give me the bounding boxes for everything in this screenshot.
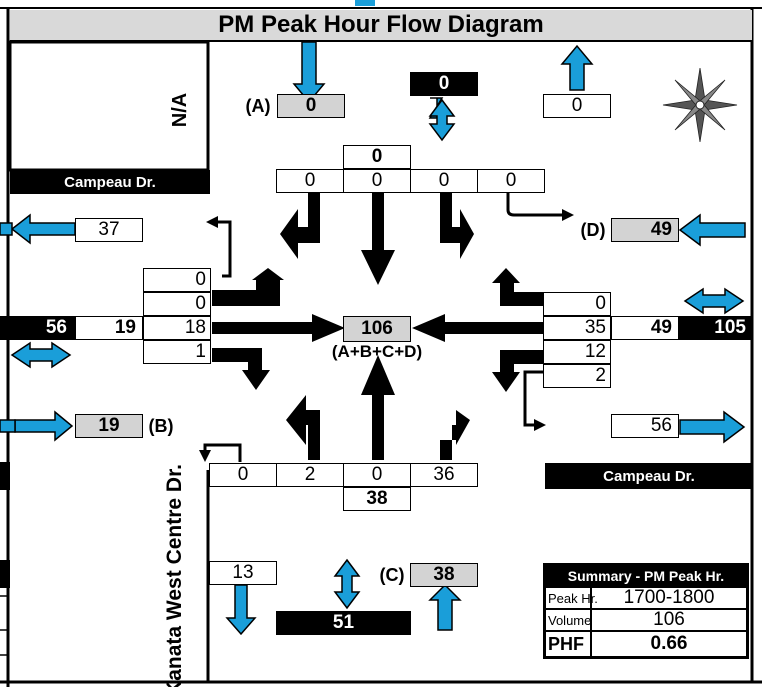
summary-value-volume: 106 xyxy=(591,609,747,631)
west-movement-1: 0 xyxy=(143,268,211,292)
south-exit-volume: 13 xyxy=(209,561,277,585)
west-exit-volume: 37 xyxy=(75,218,143,242)
south-street-label: Kanata West Centre Dr. xyxy=(163,464,186,687)
north-total-in: 0 xyxy=(343,145,411,169)
ped-label-c: (C) xyxy=(379,564,405,585)
south-movement-4: 36 xyxy=(410,463,478,487)
west-street-label: Campeau Dr. xyxy=(10,170,210,194)
ped-label-d: (D) xyxy=(580,219,606,240)
compass-icon xyxy=(662,67,738,143)
page-title: PM Peak Hour Flow Diagram xyxy=(10,10,752,42)
south-movement-3: 0 xyxy=(343,463,411,487)
west-movement-4: 1 xyxy=(143,340,211,364)
south-ped-black: 51 xyxy=(276,611,411,635)
south-movement-1: 0 xyxy=(209,463,277,487)
center-formula: (A+B+C+D) xyxy=(331,342,423,361)
east-total-in: 49 xyxy=(611,316,679,340)
east-movement-4: 2 xyxy=(543,364,611,388)
ped-count-b: 19 xyxy=(75,414,143,438)
ped-count-c: 38 xyxy=(410,563,478,587)
north-movement-3: 0 xyxy=(410,169,478,193)
north-movement-1: 0 xyxy=(276,169,344,193)
ped-count-d: 49 xyxy=(611,218,679,242)
summary-title: Summary - PM Peak Hr. xyxy=(545,565,747,587)
summary-label-volume: Volume xyxy=(545,609,591,631)
ped-label-a: (A) xyxy=(245,95,271,116)
summary-label-peak: Peak Hr. xyxy=(545,587,598,609)
summary-label-phf: PHF xyxy=(545,631,591,657)
north-ped-black: 0 xyxy=(410,72,478,96)
west-movement-3: 18 xyxy=(143,316,211,340)
ped-count-a: 0 xyxy=(277,94,345,118)
west-total-in: 19 xyxy=(75,316,143,340)
south-movement-2: 2 xyxy=(276,463,344,487)
south-total-in: 38 xyxy=(343,487,411,511)
east-exit-volume: 56 xyxy=(611,414,679,438)
ped-label-b: (B) xyxy=(148,415,174,436)
center-total: 106 xyxy=(343,316,411,342)
west-total-both: 56 xyxy=(0,316,75,340)
quadrant-na-label: N/A xyxy=(168,92,191,128)
east-movement-3: 12 xyxy=(543,340,611,364)
summary-value-phf: 0.66 xyxy=(591,631,747,657)
west-movement-2: 0 xyxy=(143,292,211,316)
east-movement-2: 35 xyxy=(543,316,611,340)
north-exit-volume: 0 xyxy=(543,94,611,118)
summary-value-peak: 1700-1800 xyxy=(591,587,747,609)
summary-table: Summary - PM Peak Hr. Peak Hr. 1700-1800… xyxy=(543,563,749,659)
east-total-both: 105 xyxy=(679,316,752,340)
east-street-label: Campeau Dr. xyxy=(545,463,753,489)
north-movement-4: 0 xyxy=(477,169,545,193)
east-movement-1: 0 xyxy=(543,292,611,316)
north-movement-2: 0 xyxy=(343,169,411,193)
